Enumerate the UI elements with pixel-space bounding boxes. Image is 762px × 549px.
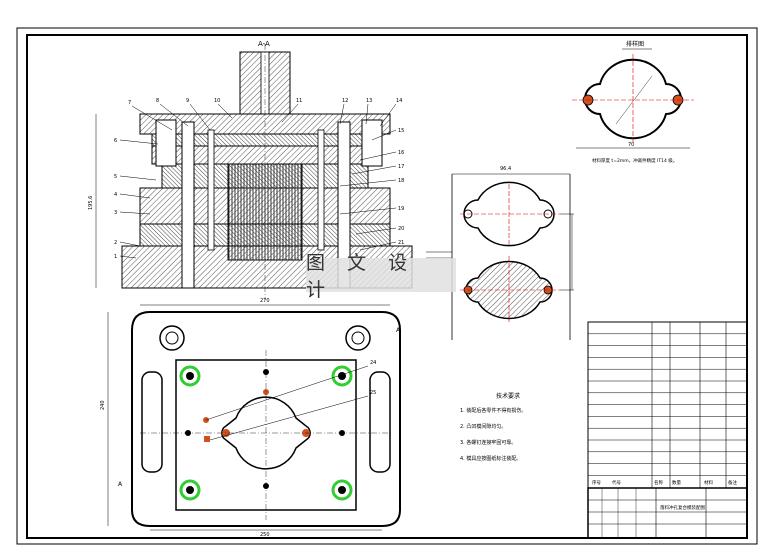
pin-highlight-bl (179, 479, 201, 501)
callout-25: 25 (370, 390, 376, 396)
strip-blank-upper (463, 181, 555, 247)
technical-requirements: 技术要求 1. 装配后各零件不得有损伤。 2. 凸凹模间隙均匀。 3. 各螺钉连… (460, 392, 526, 462)
callout-21: 21 (398, 240, 404, 246)
pin-highlight-tr (331, 365, 353, 387)
dim-overall-height: 240 (100, 400, 106, 410)
callout-7: 7 (128, 100, 131, 106)
bom-rows (588, 333, 747, 476)
callout-6: 6 (114, 138, 117, 144)
bill-of-materials (587, 321, 748, 489)
callout-17: 17 (398, 164, 404, 170)
callout-1: 1 (114, 254, 117, 260)
callout-24: 24 (370, 360, 376, 366)
bom-header-material: 材料 (704, 479, 713, 486)
callout-4: 4 (114, 192, 117, 198)
guide-hole-tl (159, 325, 185, 351)
callout-3: 3 (114, 210, 117, 216)
dim-bottom-width: 250 (260, 532, 270, 538)
bom-header-code: 代号 (612, 479, 621, 486)
section-marker-top: A (396, 327, 401, 334)
section-title: A-A (258, 40, 270, 48)
callout-14: 14 (396, 98, 402, 104)
callout-11: 11 (296, 98, 302, 104)
upper-die-plate (139, 113, 391, 135)
callout-18: 18 (398, 178, 404, 184)
side-slot-right (369, 371, 391, 473)
pin-highlight-br (331, 479, 353, 501)
bom-header-name: 名称 (654, 479, 663, 486)
lower-spacer (139, 223, 391, 247)
side-plate-left (155, 119, 177, 167)
title-block (587, 487, 748, 539)
guide-pillar-left (181, 121, 195, 289)
section-view: A-A (88, 40, 413, 300)
inner-frame (26, 34, 748, 539)
tech-note-2: 2. 凸凹模间隙均匀。 (460, 423, 506, 430)
bom-header-no: 序号 (592, 479, 601, 486)
blank-title: 排样图 (626, 40, 644, 48)
callout-9: 9 (186, 98, 189, 104)
callout-5: 5 (114, 174, 117, 180)
watermark: 图 文 设 计 (306, 252, 456, 301)
tech-note-4: 4. 模具应按图纸标注装配。 (460, 455, 521, 462)
tech-title: 技术要求 (496, 392, 520, 400)
tech-note-3: 3. 各螺钉连接牢固可靠。 (460, 439, 516, 446)
base-plate-outline (131, 311, 401, 527)
plan-view: 270 240 24 (100, 298, 401, 538)
callout-2: 2 (114, 240, 117, 246)
dim-blank-width: 70 (628, 142, 634, 148)
dim-section-height: 195.6 (88, 196, 94, 210)
strip-layout-view: 96.4 (426, 166, 574, 340)
section-marker-bottom: A (118, 481, 123, 488)
side-plate-right (361, 119, 383, 167)
drawing-title: 落料冲孔复合模装配图 (660, 504, 705, 511)
bolt-right (317, 129, 325, 251)
blank-cavity (221, 396, 311, 470)
tech-note-1: 1. 装配后各零件不得有损伤。 (460, 407, 526, 414)
strip-note: 材料厚度 t=2mm，冲裁件精度 IT14 级。 (592, 157, 677, 164)
callout-19: 19 (398, 206, 404, 212)
callout-16: 16 (398, 150, 404, 156)
callout-10: 10 (214, 98, 220, 104)
dim-overall-width: 270 (260, 298, 270, 304)
callout-8: 8 (156, 98, 159, 104)
callout-15: 15 (398, 128, 404, 134)
blank-part-outline (584, 58, 682, 140)
callout-20: 20 (398, 226, 404, 232)
bom-header-remark: 备注 (728, 479, 737, 486)
pin-highlight-tl (179, 365, 201, 387)
dim-strip-width: 96.4 (500, 166, 511, 172)
callout-12: 12 (342, 98, 348, 104)
callout-13: 13 (366, 98, 372, 104)
bom-header-qty: 数量 (672, 479, 681, 486)
bolt-left (207, 129, 215, 251)
guide-hole-tr (345, 325, 371, 351)
blank-part-view: 排样图 70 材料厚度 t=2mm，冲裁件精度 IT14 级。 (572, 40, 694, 164)
side-slot-left (141, 371, 163, 473)
